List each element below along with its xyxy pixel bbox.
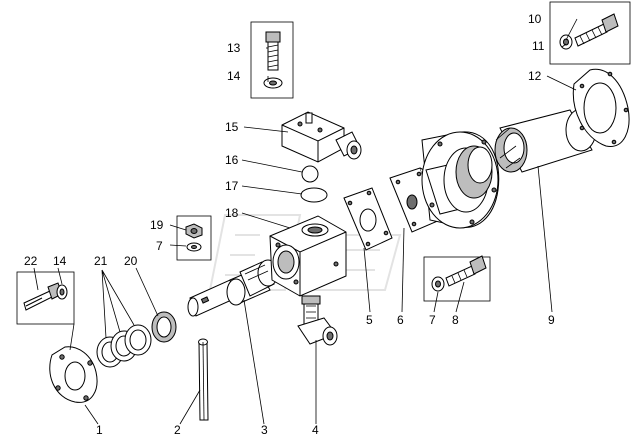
callout-9: 9 (548, 313, 555, 327)
o-ring-part (300, 187, 328, 203)
flanged-tube-part (421, 131, 500, 229)
callout-21: 21 (94, 254, 108, 268)
callout-14-top: 14 (227, 69, 241, 83)
callout-5: 5 (366, 313, 373, 327)
square-gasket-part (343, 187, 393, 251)
nut-kit-box (176, 215, 212, 261)
callout-labels: 1 2 3 4 5 6 7 7 8 9 10 11 12 13 14 14 15… (24, 12, 555, 437)
bolt-part-right (559, 13, 619, 50)
callout-10: 10 (528, 12, 542, 26)
shaft-part (187, 259, 279, 317)
bolt-part-bottom (431, 255, 487, 292)
nut-part (185, 223, 203, 252)
callout-19: 19 (150, 218, 164, 232)
callout-8: 8 (452, 313, 459, 327)
callout-16: 16 (225, 153, 239, 167)
spring-rings-part (96, 324, 152, 368)
leader-lines (33, 18, 578, 425)
callout-2: 2 (174, 423, 181, 437)
callout-14-left: 14 (53, 254, 67, 268)
callout-18: 18 (225, 206, 239, 220)
callout-6: 6 (397, 313, 404, 327)
callout-1: 1 (96, 423, 103, 437)
ball-part (301, 165, 319, 183)
callout-3: 3 (261, 423, 268, 437)
cylinder-sleeve-part (494, 108, 597, 173)
bolt-kit-box-right (549, 1, 631, 65)
housing-part (269, 215, 347, 297)
callout-4: 4 (312, 423, 319, 437)
callout-22: 22 (24, 254, 38, 268)
bolt-part-left (23, 282, 68, 311)
bolt-kit-box-top (250, 21, 294, 99)
seal-ring-part (151, 311, 177, 343)
bolt-kit-box-left (16, 271, 75, 325)
callout-17: 17 (225, 179, 239, 193)
callout-13: 13 (227, 41, 241, 55)
callout-11: 11 (532, 39, 545, 53)
callout-7-bottom: 7 (429, 313, 436, 327)
callout-20: 20 (124, 254, 138, 268)
gasket-ring-part (572, 68, 630, 147)
bolt-kit-box-bottom (423, 256, 491, 302)
callout-7-nut: 7 (156, 239, 163, 253)
rod-part (198, 338, 209, 421)
callout-12: 12 (528, 69, 542, 83)
elbow-fitting-part (297, 295, 338, 346)
callout-15: 15 (225, 120, 239, 134)
flange-plate-part (49, 346, 98, 403)
valve-block-part (281, 111, 362, 163)
bolt-part-top (263, 31, 283, 89)
